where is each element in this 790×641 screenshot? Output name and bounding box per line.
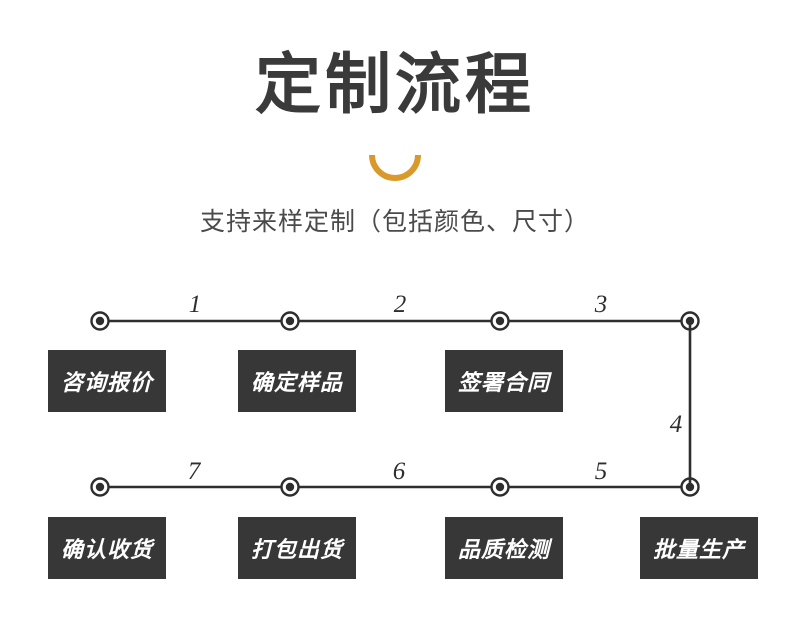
flow-node-marker[interactable] [280, 477, 300, 497]
arc-divider-icon [369, 154, 421, 181]
step-number-7: 7 [187, 458, 201, 485]
flow-node-marker[interactable] [490, 477, 510, 497]
step-number-6: 6 [392, 458, 406, 485]
step-number-5: 5 [594, 458, 608, 485]
flow-node-dot [95, 316, 105, 326]
flow-node-marker[interactable] [90, 311, 110, 331]
step-number-3: 3 [594, 291, 608, 318]
flow-node-marker[interactable] [490, 311, 510, 331]
step-chip-7[interactable]: 确认收货 [48, 517, 166, 579]
step-number-1: 1 [188, 291, 202, 318]
step-chip-5[interactable]: 品质检测 [445, 517, 563, 579]
flow-node-dot [495, 316, 505, 326]
step-chip-final[interactable]: 批量生产 [640, 517, 758, 579]
step-chip-3[interactable]: 签署合同 [445, 350, 563, 412]
page-title: 定制流程 [255, 46, 535, 123]
step-chip-6[interactable]: 打包出货 [238, 517, 356, 579]
page-subtitle: 支持来样定制（包括颜色、尺寸） [199, 207, 590, 236]
flow-node-dot [285, 482, 295, 492]
flow-node-dot [285, 316, 295, 326]
flow-node-dot [95, 482, 105, 492]
flow-node-marker[interactable] [90, 477, 110, 497]
step-number-4: 4 [669, 411, 683, 438]
step-number-2: 2 [393, 291, 407, 318]
flow-node-marker[interactable] [280, 311, 300, 331]
step-chip-2[interactable]: 确定样品 [238, 350, 356, 412]
flow-node-dot [495, 482, 505, 492]
step-chip-1[interactable]: 咨询报价 [48, 350, 166, 412]
